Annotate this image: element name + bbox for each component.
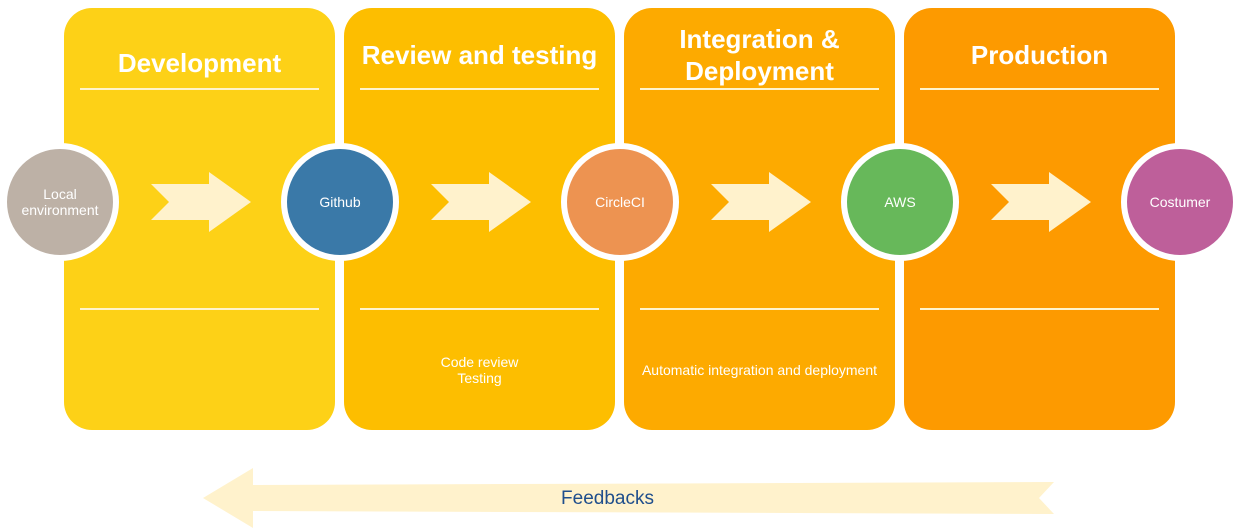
node-aws: AWS bbox=[841, 143, 959, 261]
divider-top bbox=[360, 88, 599, 90]
divider-bottom bbox=[360, 308, 599, 310]
stage-title: Production bbox=[970, 40, 1109, 70]
node-costumer: Costumer bbox=[1121, 143, 1239, 261]
divider-bottom bbox=[920, 308, 1159, 310]
stage-title: Integration & Deployment bbox=[679, 24, 840, 86]
divider-top bbox=[640, 88, 879, 90]
node-circleci: CircleCI bbox=[561, 143, 679, 261]
flow-arrow-2 bbox=[431, 172, 531, 232]
flow-arrow-3 bbox=[711, 172, 811, 232]
node-local-environment: Local environment bbox=[1, 143, 119, 261]
flow-arrow-4 bbox=[991, 172, 1091, 232]
stage-title: Development bbox=[117, 48, 282, 78]
divider-bottom bbox=[80, 308, 319, 310]
feedback-label: Feedbacks bbox=[561, 488, 654, 509]
divider-bottom bbox=[640, 308, 879, 310]
divider-top bbox=[80, 88, 319, 90]
stage-note: Automatic integration and deployment bbox=[641, 362, 878, 378]
stage-title: Review and testing bbox=[361, 40, 598, 70]
flow-arrow-1 bbox=[151, 172, 251, 232]
feedback-arrow bbox=[203, 468, 1054, 528]
node-github: Github bbox=[281, 143, 399, 261]
stage-note: Code review Testing bbox=[440, 354, 519, 386]
divider-top bbox=[920, 88, 1159, 90]
